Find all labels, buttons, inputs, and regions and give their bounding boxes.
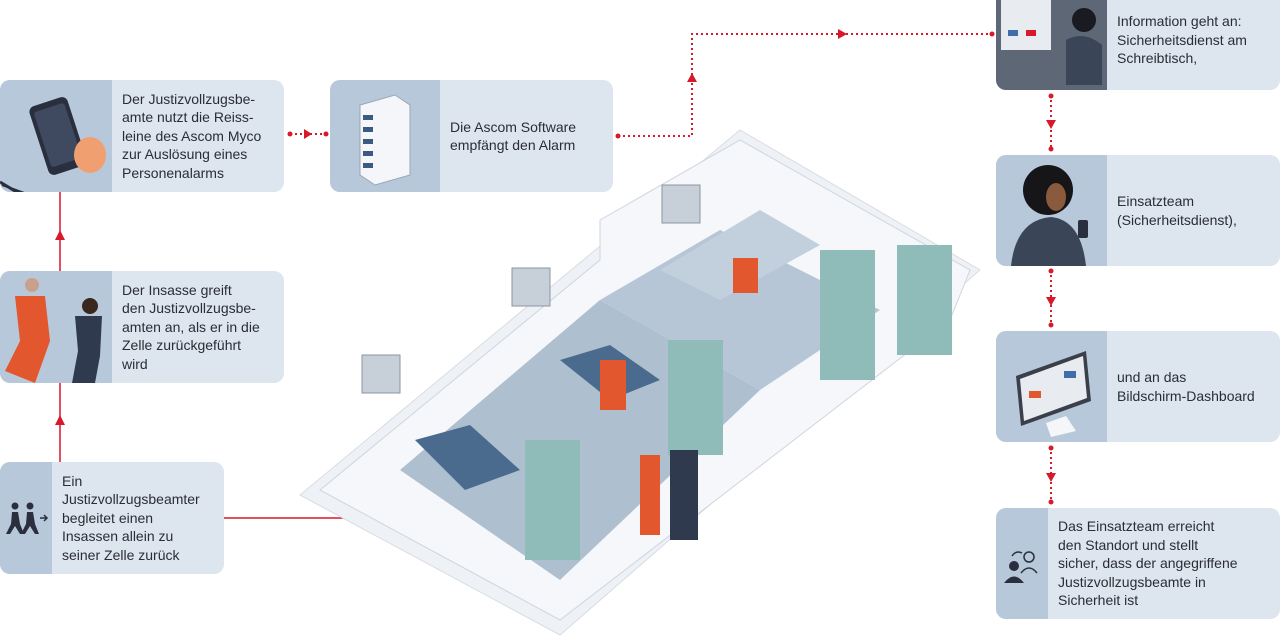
step-desk: Information geht an: Sicherheitsdienst a… [996,0,1280,90]
step-text: Die Ascom Software empfängt den Alarm [450,118,577,154]
team-arrival-icon [996,508,1048,619]
response-team-member-icon [996,155,1107,266]
inmate-attack-icon [0,271,112,383]
step-team: Einsatzteam (Sicherheitsdienst), [996,155,1280,266]
step-dashboard: und an das Bildschirm-Dashboard [996,331,1280,442]
security-desk-icon [996,0,1107,90]
step-text: Der Insasse greift den Justizvollzugsbe-… [122,281,260,372]
step-pull-cord: Der Justizvollzugsbe- amte nutzt die Rei… [0,80,284,192]
server-icon [330,80,440,192]
walking-people-icon [0,462,52,574]
step-text: Das Einsatzteam erreicht den Standort un… [1058,518,1238,609]
step-software: Die Ascom Software empfängt den Alarm [330,80,613,192]
step-inmate-attack: Der Insasse greift den Justizvollzugsbe-… [0,271,284,383]
dashboard-monitor-icon [996,331,1107,442]
step-text: Information geht an: Sicherheitsdienst a… [1117,13,1247,67]
step-arrival: Das Einsatzteam erreicht den Standort un… [996,508,1280,619]
step-officer-walk: Ein Justizvollzugsbeamter begleitet eine… [0,462,224,574]
step-text: Einsatzteam (Sicherheitsdienst), [1117,193,1237,228]
step-text: Ein Justizvollzugsbeamter begleitet eine… [62,472,200,563]
step-text: Der Justizvollzugsbe- amte nutzt die Rei… [122,90,262,181]
step-text: und an das Bildschirm-Dashboard [1117,369,1255,404]
phone-pull-cord-icon [0,80,112,192]
